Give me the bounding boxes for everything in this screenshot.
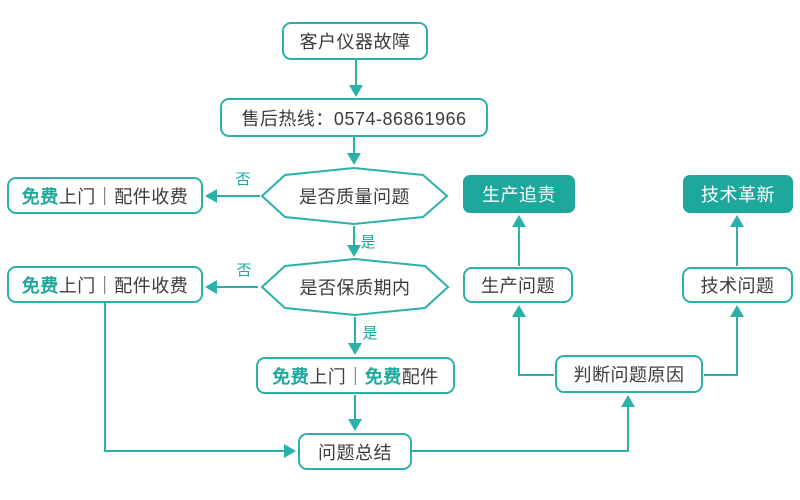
decision-quality-shape: [260, 166, 449, 226]
node-production-problem: 生产问题: [463, 267, 573, 303]
node-customer-fault: 客户仪器故障: [282, 22, 428, 60]
node-tech-problem-label: 技术问题: [700, 276, 775, 296]
node-summary: 问题总结: [298, 433, 412, 470]
node-free-visit-free-parts-accent-2: 免费: [364, 366, 402, 387]
node-judge-cause: 判断问题原因: [555, 355, 703, 393]
node-production-problem-label: 生产问题: [481, 276, 555, 296]
node-free-visit-free-parts-rest: 配件: [401, 366, 439, 387]
node-free-visit-paid-parts-2: 免费上门｜配件收费: [7, 266, 203, 303]
node-free-visit-paid-parts-2-rest: 上门｜配件收费: [58, 275, 189, 296]
decision-quality-label: 是否质量问题: [299, 187, 410, 207]
node-free-visit-paid-parts-1-rest: 上门｜配件收费: [58, 186, 189, 207]
connector-summary-to-judge: [412, 395, 635, 452]
decision-warranty-label: 是否保质期内: [299, 278, 411, 298]
connector-judge-to-production: [512, 305, 554, 376]
node-judge-cause-label: 判断问题原因: [573, 365, 685, 385]
node-customer-fault-label: 客户仪器故障: [299, 32, 411, 52]
node-free-visit-free-parts: 免费上门｜免费配件: [256, 357, 455, 394]
connector-judge-to-tech: [704, 305, 744, 376]
connector-paidparts-to-summary: [104, 303, 296, 458]
decision-warranty: 是否保质期内: [262, 259, 448, 315]
decision-quality: 是否质量问题: [262, 168, 447, 224]
node-summary-label: 问题总结: [318, 442, 392, 463]
node-tech-innovation: 技术革新: [683, 175, 793, 213]
node-hotline-label: 售后热线：0574-86861966: [241, 108, 467, 129]
edge-label-quality-no: 否: [235, 171, 251, 188]
node-tech-problem: 技术问题: [682, 267, 793, 303]
edge-label-quality-yes: 是: [360, 234, 376, 251]
edge-label-warranty-no: 否: [236, 262, 252, 279]
node-production-blame-label: 生产追责: [482, 185, 556, 205]
node-free-visit-paid-parts-1: 免费上门｜配件收费: [7, 177, 203, 214]
node-tech-innovation-label: 技术革新: [701, 185, 775, 205]
node-free-visit-paid-parts-1-accent: 免费: [21, 186, 59, 207]
node-hotline: 售后热线：0574-86861966: [220, 98, 488, 137]
decision-warranty-shape: [260, 257, 450, 317]
edge-label-warranty-yes: 是: [362, 325, 378, 342]
node-production-blame: 生产追责: [463, 175, 575, 213]
node-free-visit-free-parts-mid: 上门｜: [309, 366, 365, 387]
node-free-visit-free-parts-accent-1: 免费: [272, 366, 310, 387]
node-free-visit-paid-parts-2-accent: 免费: [21, 275, 59, 296]
